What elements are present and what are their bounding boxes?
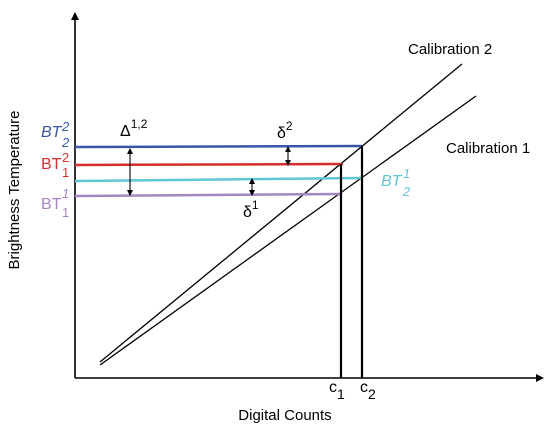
bt21-line <box>74 176 363 183</box>
delta-2-base: δ <box>277 125 286 142</box>
x-axis-label: Digital Counts <box>238 407 331 424</box>
bt22-label-sup: 2 <box>61 119 70 134</box>
bt22-label-base: BT <box>41 124 63 141</box>
bt11-line <box>74 192 342 198</box>
calibration-1-label: Calibration 1 <box>446 140 530 157</box>
bt21-label-sub: 2 <box>402 184 411 199</box>
big-delta-sup: 1,2 <box>131 117 148 131</box>
c1-label-sub: 1 <box>337 386 345 402</box>
big-delta-label: Δ1,2 <box>120 117 148 140</box>
y-axis-label: Brightness Temperature <box>6 111 23 270</box>
bt21-label-sup: 1 <box>403 166 410 181</box>
bt22-line <box>74 144 363 149</box>
delta-1-base: δ <box>243 204 252 221</box>
bt11-label: BT1 1 <box>41 186 69 220</box>
bt12-label-sup: 2 <box>62 150 69 165</box>
delta-2-sup: 2 <box>286 119 293 133</box>
calibration-2-line <box>99 63 463 363</box>
calibration-1-line <box>99 95 477 366</box>
c1-label-base: c <box>329 379 337 396</box>
bt12-line <box>74 162 344 167</box>
c1-label: c1 <box>329 379 345 402</box>
big-delta-base: Δ <box>120 123 131 140</box>
bt11-label-base: BT <box>41 196 62 213</box>
bt11-label-sup: 1 <box>62 186 69 201</box>
bt11-label-sub: 1 <box>62 205 69 220</box>
c2-label-base: c <box>360 379 368 396</box>
calibration-2-label: Calibration 2 <box>408 41 492 58</box>
delta-1-label: δ1 <box>243 198 259 221</box>
bt22-label-sub: 2 <box>61 135 70 150</box>
bt12-label-sub: 1 <box>62 165 69 180</box>
delta-2-label: δ2 <box>277 119 293 142</box>
bt12-label-base: BT <box>41 156 62 173</box>
bt21-label-base: BT <box>381 173 403 190</box>
c2-label-sub: 2 <box>368 386 376 402</box>
c2-label: c2 <box>360 379 376 402</box>
delta-1-sup: 1 <box>252 198 259 212</box>
